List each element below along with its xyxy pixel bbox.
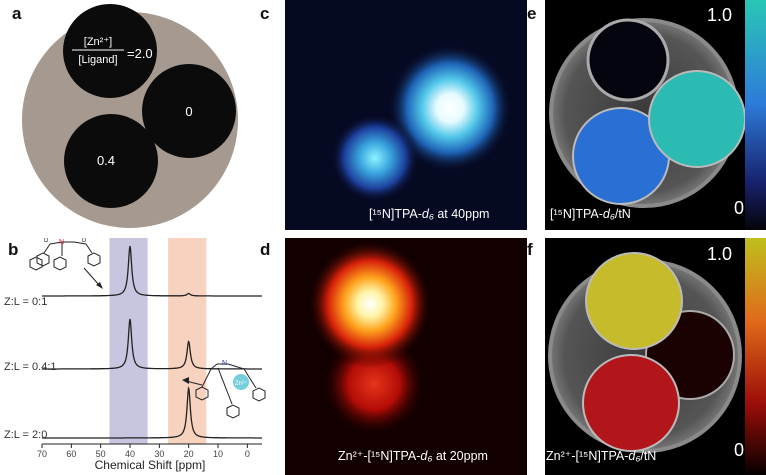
phantom-label-0-4: 0.4 — [97, 153, 115, 168]
fraction-value: =2.0 — [127, 46, 153, 61]
arrow-head-free — [96, 282, 103, 289]
row-label-2-0: Z:L = 2:0 — [4, 429, 47, 441]
colorbar-f-max: 1.0 — [707, 244, 733, 264]
label-free-ligand-40ppm: [¹⁵N]TPA-d₆ at 40ppm — [369, 207, 490, 221]
overlay-f-circle-0-4 — [582, 354, 680, 452]
x-tick-label-70: 70 — [37, 449, 47, 459]
fraction-denominator: [Ligand] — [78, 54, 117, 66]
overlay-f-circle-2-0 — [585, 252, 683, 350]
tpa-d-atom-2: D — [82, 238, 87, 244]
label-zn-complex-20ppm: Zn²⁺-[¹⁵N]TPA-d₆ at 20ppm — [338, 449, 488, 463]
nmr-spectrum-chart: 70 60 50 40 30 20 10 0 Chemical Shift [ppm] Z:L… — [4, 238, 266, 472]
colorbar-e-min: 0 — [734, 198, 745, 218]
mri-image-zn-complex — [285, 238, 527, 475]
phantom-label-0: 0 — [185, 104, 192, 119]
panel-e-letter: e — [527, 4, 537, 23]
x-tick-label-40: 40 — [125, 449, 135, 459]
spectrum-trace-0 — [42, 245, 262, 297]
x-axis-label: Chemical Shift [ppm] — [95, 458, 206, 472]
panel-c-letter: c — [260, 4, 270, 23]
panel-a-letter: a — [12, 4, 22, 23]
x-tick-label-10: 10 — [213, 449, 223, 459]
arrow-free-peak — [83, 267, 101, 287]
x-tick-label-50: 50 — [96, 449, 106, 459]
spectrum-trace-1 — [42, 318, 262, 370]
x-tick-label-30: 30 — [154, 449, 164, 459]
zn-ion-label: Zn²⁺ — [235, 380, 247, 387]
label-free-ligand-ratio: [¹⁵N]TPA-d₆/tN — [550, 207, 631, 221]
panel-f-letter: f — [527, 240, 533, 259]
tpa-n-atom: N — [59, 239, 64, 246]
colorbar-f — [745, 238, 766, 475]
spectrum-trace-2 — [42, 386, 262, 439]
tpa-d-atom-1: D — [44, 238, 49, 244]
colorbar-f-min: 0 — [734, 440, 745, 460]
zn-tpa-complex-structure — [195, 363, 266, 419]
complex-n-atom: N — [222, 360, 227, 367]
arrow-head-bound — [182, 377, 189, 384]
row-label-0-4-1: Z:L = 0.4:1 — [4, 361, 57, 373]
overlay-e-circle-0 — [648, 70, 746, 168]
panel-b-letter: b — [8, 240, 19, 259]
phantom-zn-0-4 — [64, 114, 158, 208]
x-tick-label-0: 0 — [245, 449, 250, 459]
overlay-image-zn-complex — [545, 238, 766, 475]
row-label-0-1: Z:L = 0:1 — [4, 296, 47, 308]
tpa-molecule-structure — [29, 241, 101, 271]
label-zn-complex-ratio: Zn²⁺-[¹⁵N]TPA-d₆/tN — [546, 449, 657, 463]
colorbar-e-max: 1.0 — [707, 5, 733, 25]
overlay-image-free-ligand — [545, 0, 766, 230]
x-tick-label-60: 60 — [66, 449, 76, 459]
x-tick-label-20: 20 — [184, 449, 194, 459]
phantom-zn-0 — [142, 64, 236, 158]
colorbar-e — [745, 0, 766, 230]
panel-d-letter: d — [260, 240, 271, 259]
fraction-numerator: [Zn²⁺] — [84, 36, 112, 48]
phantom-zn-2-0 — [63, 4, 157, 98]
zn-ion-marker — [233, 374, 249, 390]
mri-image-free-ligand — [285, 0, 527, 230]
panel-a-phantom-diagram: [Zn²⁺] [Ligand] =2.0 0 0.4 — [22, 4, 238, 228]
